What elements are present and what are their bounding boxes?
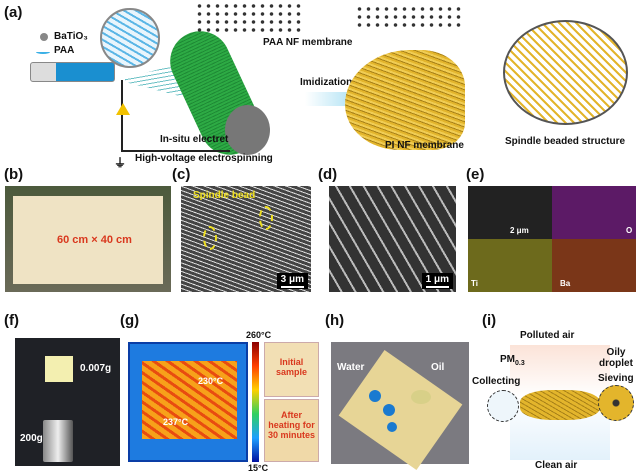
pi-molecule-icon [355, 5, 465, 29]
collecting-label: Collecting [472, 376, 521, 387]
legend-paa: PAA [54, 45, 75, 56]
element-label-ba: Ba [560, 279, 571, 288]
size-label: 60 cm × 40 cm [57, 234, 132, 246]
batio3-icon [40, 33, 48, 41]
heated-sample [142, 361, 237, 439]
panel-label-b: (b) [4, 166, 24, 183]
pi-membrane-label: PI NF membrane [385, 140, 464, 151]
scale-bar-e: 2 μm [510, 226, 529, 235]
membrane-sample [45, 356, 73, 382]
syringe-icon [30, 62, 115, 82]
spindle-bead-annotation: Spindle bead [193, 190, 256, 201]
panel-label-i: (i) [482, 312, 497, 329]
bead-marker [203, 226, 217, 250]
scale-bar-d: 1 μm [421, 273, 453, 289]
eds-map-ba: Ba [552, 239, 636, 292]
eds-sem: 2 μm [468, 186, 552, 239]
clean-air-label: Clean air [535, 460, 578, 471]
legend-batio3: BaTiO₃ [54, 31, 88, 42]
element-label-ti: Ti [471, 279, 478, 288]
panel-label-d: (d) [318, 166, 338, 183]
filter-membrane-icon [520, 390, 600, 420]
water-droplet [387, 422, 397, 432]
scale-min: 15°C [248, 463, 269, 473]
voltage-source-icon [116, 103, 130, 115]
wetting-photo: Water Oil [331, 342, 469, 471]
membrane-photo: 60 cm × 40 cm [5, 186, 171, 292]
oil-label: Oil [431, 362, 445, 373]
sieving-label: Sieving [598, 373, 634, 384]
ground-icon: ⏚ [114, 156, 127, 170]
scale-bar-c: 3 μm [276, 273, 308, 289]
panel-label-h: (h) [325, 312, 345, 329]
paa-molecule-icon [195, 2, 305, 32]
element-label-o: O [626, 226, 633, 235]
paa-membrane-label: PAA NF membrane [263, 37, 353, 48]
eds-map-ti: Ti [468, 239, 552, 292]
sem-image-d: 1 μm [329, 186, 456, 292]
weight-icon [43, 420, 73, 462]
electret-label: In-situ electret [160, 134, 229, 145]
oily-droplet-label: Oily droplet [599, 347, 633, 369]
paa-magnified-icon [100, 8, 160, 68]
water-droplet [369, 390, 381, 402]
polluted-air-label: Polluted air [520, 330, 575, 341]
water-label: Water [337, 362, 365, 373]
water-droplet [383, 404, 395, 416]
eds-map-o: O [552, 186, 636, 239]
pm-subscript: 0.3 [515, 360, 525, 367]
bead-marker [259, 206, 273, 230]
temp-readout-1: 230°C [198, 376, 224, 386]
hv-label: High-voltage electrospinning [135, 153, 273, 164]
membrane-sheet [13, 196, 163, 284]
initial-sample-photo: Initial sample [264, 342, 319, 397]
sieving-inset [598, 385, 634, 421]
filtration-schematic [510, 345, 610, 460]
thermal-image: 230°C 237°C [128, 342, 248, 462]
panel-label-f: (f) [4, 312, 19, 329]
pm-label: PM0.3 [500, 354, 525, 367]
oil-stain [411, 390, 431, 404]
pi-membrane-icon [345, 50, 465, 150]
weight-photo: 0.007g 200g [15, 338, 120, 466]
sem-image-c: Spindle bead 3 μm [181, 186, 311, 292]
membrane-mass-label: 0.007g [80, 363, 112, 374]
color-scale-bar [252, 342, 259, 462]
panel-label-c: (c) [172, 166, 191, 183]
panel-label-e: (e) [466, 166, 485, 183]
wire [122, 150, 230, 152]
wire [121, 80, 123, 152]
spindle-label: Spindle beaded structure [505, 136, 626, 147]
panel-label-g: (g) [120, 312, 140, 329]
scale-max: 260°C [246, 330, 272, 340]
temp-readout-2: 237°C [163, 417, 189, 427]
drum-end-icon [225, 105, 270, 155]
collecting-inset [487, 390, 519, 422]
panel-label-a: (a) [4, 4, 23, 21]
paa-icon [36, 50, 50, 54]
spindle-structure-icon [503, 20, 628, 125]
pm-text: PM [500, 354, 515, 365]
weight-label: 200g [20, 433, 43, 444]
imidization-label: Imidization [300, 77, 353, 88]
after-heating-photo: After heating for 30 minutes [264, 399, 319, 462]
